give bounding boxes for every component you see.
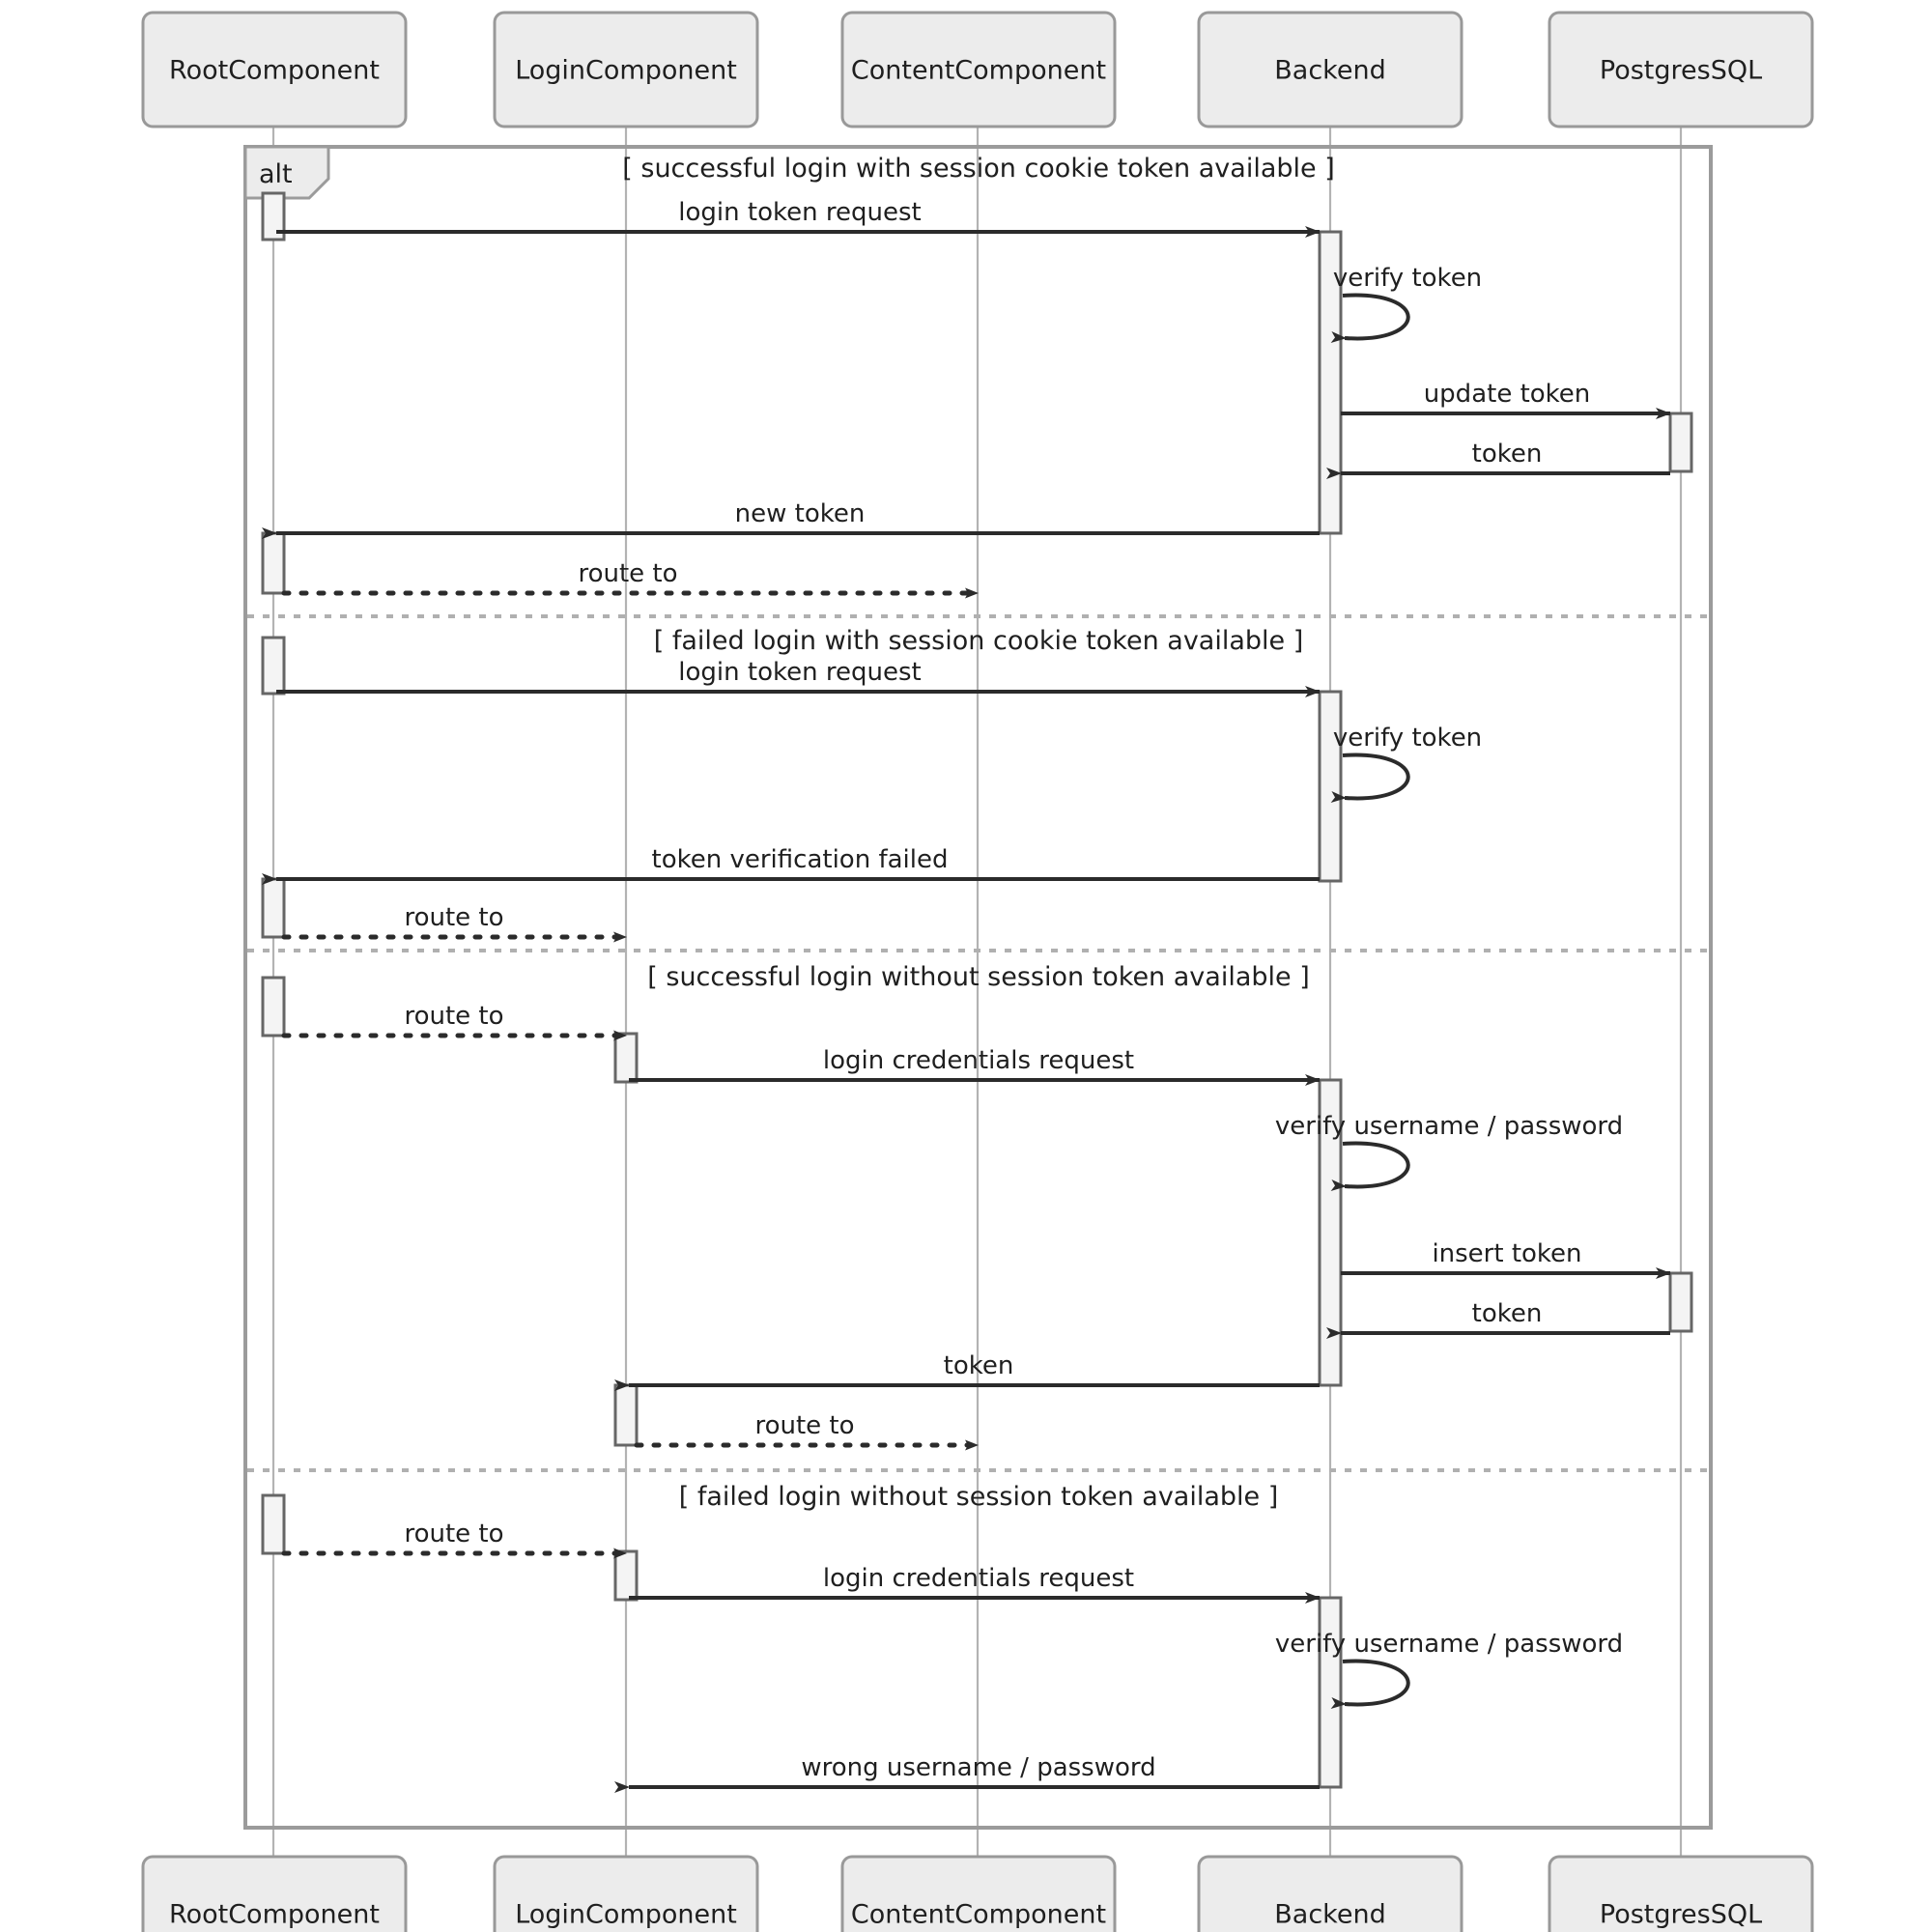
self-message-label: verify username / password <box>1275 1630 1623 1659</box>
message-label: insert token <box>1432 1239 1581 1268</box>
branch-conditions: [ successful login with session cookie t… <box>622 154 1334 1512</box>
activation-root-2 <box>261 531 286 595</box>
messages-branch-3: route to login credentials request verif… <box>281 1002 1671 1451</box>
activation-db-2 <box>1668 1271 1693 1333</box>
participant-login-top[interactable]: LoginComponent <box>493 11 759 128</box>
participant-label: Backend <box>1274 1900 1385 1930</box>
branch-condition-1: [ successful login with session cookie t… <box>622 154 1334 184</box>
message-label: token <box>944 1351 1014 1380</box>
participant-root-top[interactable]: RootComponent <box>141 11 408 128</box>
activation-login-3 <box>613 1549 639 1602</box>
message-label: route to <box>404 1002 503 1031</box>
participant-backend-bottom[interactable]: Backend <box>1197 1855 1463 1932</box>
activation-root-4 <box>261 877 286 939</box>
participant-label: ContentComponent <box>851 56 1106 86</box>
branch-condition-2: [ failed login with session cookie token… <box>654 626 1304 656</box>
message-label: update token <box>1424 380 1591 409</box>
message-label: route to <box>754 1411 854 1440</box>
activation-login-1 <box>613 1032 639 1084</box>
alt-keyword-label: alt <box>259 159 293 189</box>
message-label: login token request <box>678 198 921 227</box>
activation-backend-1 <box>1318 230 1343 535</box>
message-label: route to <box>404 903 503 932</box>
activation-backend-4 <box>1318 1596 1343 1789</box>
branch-condition-3: [ successful login without session token… <box>647 962 1309 992</box>
branch-condition-4: [ failed login without session token ava… <box>679 1482 1279 1512</box>
participant-label: RootComponent <box>169 56 380 86</box>
activation-db-1 <box>1668 412 1693 473</box>
participant-content-top[interactable]: ContentComponent <box>840 11 1117 128</box>
message-label: token verification failed <box>652 845 949 874</box>
participant-content-bottom[interactable]: ContentComponent <box>840 1855 1117 1932</box>
participant-label: Backend <box>1274 56 1385 86</box>
activation-backend-2 <box>1318 690 1343 883</box>
participants-bottom: RootComponent LoginComponent ContentComp… <box>141 1855 1814 1932</box>
message-label: wrong username / password <box>801 1753 1155 1782</box>
activation-root-5 <box>261 976 286 1037</box>
message-label: new token <box>735 499 866 528</box>
activation-backend-3 <box>1318 1078 1343 1387</box>
self-message-label: verify username / password <box>1275 1112 1623 1141</box>
messages-branch-2: login token request verify token token v… <box>262 658 1482 943</box>
self-message-arrow[interactable] <box>1330 293 1410 344</box>
participant-label: LoginComponent <box>515 56 737 86</box>
message-label: token <box>1472 440 1543 469</box>
participant-label: ContentComponent <box>851 1900 1106 1930</box>
participant-label: PostgresSQL <box>1600 1900 1762 1930</box>
participant-db-top[interactable]: PostgresSQL <box>1548 11 1814 128</box>
activation-bars <box>261 191 1693 1789</box>
message-label: login credentials request <box>823 1564 1134 1593</box>
message-label: route to <box>578 559 677 588</box>
self-message-arrow[interactable] <box>1330 753 1410 804</box>
messages-branch-1: login token request verify token update … <box>262 198 1671 599</box>
self-message-arrow[interactable] <box>1330 1141 1410 1192</box>
message-label: login credentials request <box>823 1046 1134 1075</box>
activation-root-6 <box>261 1493 286 1555</box>
alt-fragment-frame[interactable]: alt <box>243 145 1713 1830</box>
participant-login-bottom[interactable]: LoginComponent <box>493 1855 759 1932</box>
activation-root-3 <box>261 636 286 696</box>
participant-label: LoginComponent <box>515 1900 737 1930</box>
participants-top: RootComponent LoginComponent ContentComp… <box>141 11 1814 128</box>
message-label: token <box>1472 1299 1543 1328</box>
activation-root-1 <box>261 191 286 242</box>
messages-branch-4: route to login credentials request verif… <box>281 1520 1623 1793</box>
branch-dividers <box>247 614 1709 1472</box>
self-message-arrow[interactable] <box>1330 1659 1410 1710</box>
participant-root-bottom[interactable]: RootComponent <box>141 1855 408 1932</box>
message-label: login token request <box>678 658 921 687</box>
participant-backend-top[interactable]: Backend <box>1197 11 1463 128</box>
message-label: route to <box>404 1520 503 1548</box>
participant-label: PostgresSQL <box>1600 56 1762 86</box>
activation-login-2 <box>613 1383 639 1447</box>
participant-db-bottom[interactable]: PostgresSQL <box>1548 1855 1814 1932</box>
participant-label: RootComponent <box>169 1900 380 1930</box>
self-message-label: verify token <box>1333 264 1482 293</box>
self-message-label: verify token <box>1333 724 1482 753</box>
